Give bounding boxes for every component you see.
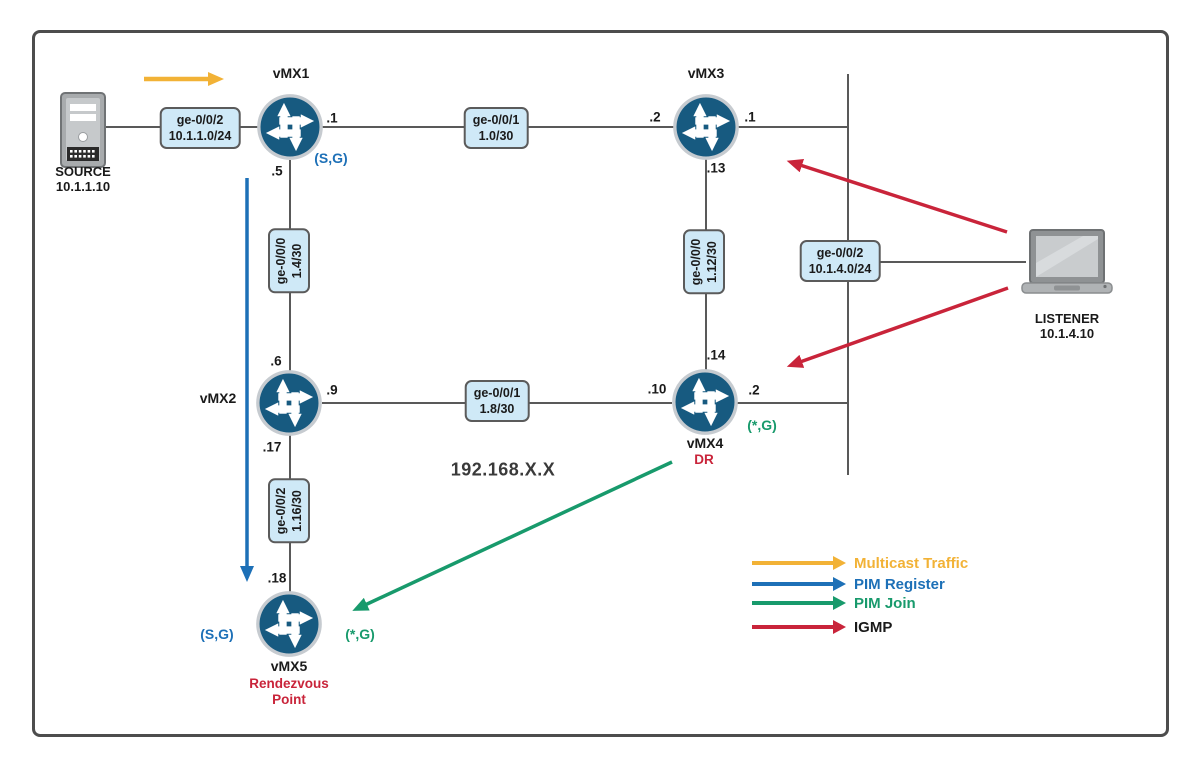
igmp-arrow-to-vmx3 <box>786 158 1008 234</box>
network-address-label: 192.168.X.X <box>450 459 556 480</box>
source-label: SOURCE 10.1.1.10 <box>55 164 111 194</box>
igmp-arrow-to-vmx4 <box>786 286 1009 368</box>
vmx4-port-left: .10 <box>647 381 667 397</box>
pim-join-legend-arrow-icon <box>752 596 846 610</box>
vmx3-port-left: .2 <box>649 109 661 125</box>
igmp-legend-arrow-icon <box>752 620 846 634</box>
vmx4-port-top: .14 <box>706 347 726 363</box>
legend-item-pim-join: PIM Join <box>752 594 916 612</box>
listener-laptop-icon <box>1021 229 1113 294</box>
legend-label: PIM Join <box>854 594 916 612</box>
ifbox-vmx1-vmx3: ge-0/0/1 1.0/30 <box>463 107 529 149</box>
vmx5-port-top: .18 <box>267 570 287 586</box>
multicast-traffic-legend-arrow-icon <box>752 556 846 570</box>
vmx4-role: DR <box>694 452 714 467</box>
listener-name: LISTENER <box>1034 311 1100 326</box>
ifbox-vmx2-vmx4: ge-0/0/1 1.8/30 <box>464 380 530 422</box>
vmx3-port-bottom: .13 <box>706 160 726 176</box>
pim-join-arrow <box>352 460 673 611</box>
ifbox-listener-lan: ge-0/0/2 10.1.4.0/24 <box>799 240 881 282</box>
vmx5-state-sg: (S,G) <box>200 626 234 642</box>
vmx4-name: vMX4 <box>686 435 724 451</box>
vmx2-port-right: .9 <box>326 382 338 398</box>
vmx5-name: vMX5 <box>270 658 308 674</box>
source-ip: 10.1.1.10 <box>55 179 111 194</box>
router-vmx2-icon <box>256 370 322 436</box>
listener-ip: 10.1.4.10 <box>1039 326 1095 341</box>
vmx4-state-starg: (*,G) <box>747 417 777 433</box>
network-links <box>103 74 1026 592</box>
vmx3-port-right: .1 <box>744 109 756 125</box>
legend-item-igmp: IGMP <box>752 618 893 636</box>
ifbox-source-vmx1: ge-0/0/2 10.1.1.0/24 <box>159 107 241 149</box>
legend-item-multicast-traffic: Multicast Traffic <box>752 554 969 572</box>
vmx5-role: Rendezvous Point <box>249 676 329 707</box>
vmx5-state-starg: (*,G) <box>345 626 375 642</box>
vmx4-port-right: .2 <box>748 382 760 398</box>
listener-label: LISTENER 10.1.4.10 <box>1035 311 1099 341</box>
legend-label: IGMP <box>854 618 893 636</box>
source-server-icon <box>60 92 106 168</box>
legend-label: PIM Register <box>854 575 945 593</box>
source-name: SOURCE <box>55 164 111 179</box>
vmx1-name: vMX1 <box>272 65 310 81</box>
vmx2-port-top: .6 <box>270 353 282 369</box>
vmx1-state-sg: (S,G) <box>314 150 348 166</box>
vmx2-name: vMX2 <box>199 390 237 406</box>
ifbox-vmx3-vmx4: ge-0/0/0 1.12/30 <box>683 229 725 295</box>
router-vmx4-icon <box>672 369 738 435</box>
vmx1-port-bottom: .5 <box>271 163 283 179</box>
vmx2-port-bottom: .17 <box>262 439 282 455</box>
router-vmx3-icon <box>673 94 739 160</box>
ifbox-vmx2-vmx5: ge-0/0/2 1.16/30 <box>268 478 310 544</box>
ifbox-vmx1-vmx2: ge-0/0/0 1.4/30 <box>268 228 310 294</box>
vmx3-name: vMX3 <box>687 65 725 81</box>
router-vmx1-icon <box>257 94 323 160</box>
router-vmx5-icon <box>256 591 322 657</box>
legend-item-pim-register: PIM Register <box>752 575 945 593</box>
vmx1-port-right: .1 <box>326 110 338 126</box>
legend-label: Multicast Traffic <box>854 554 969 572</box>
pim-register-legend-arrow-icon <box>752 577 846 591</box>
